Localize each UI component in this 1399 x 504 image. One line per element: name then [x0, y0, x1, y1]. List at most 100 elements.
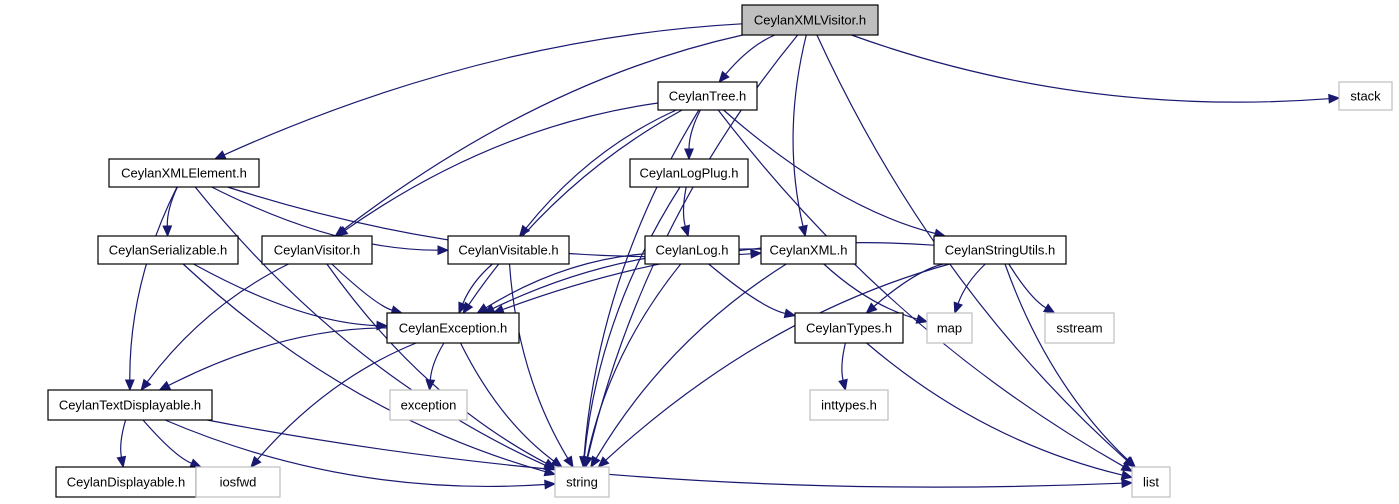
edge-stringutils-to-sstream: [1008, 263, 1056, 314]
node-box: [389, 389, 468, 421]
edge-arrowhead: [158, 380, 172, 391]
node-box: [554, 466, 610, 498]
edge-xmlvisitor-to-stack: [851, 34, 1341, 104]
node-tree[interactable]: CeylanTree.h: [657, 81, 758, 111]
edge-line: [129, 186, 178, 381]
node-label: list: [1143, 475, 1159, 490]
node-box: [933, 235, 1067, 265]
node-xmlvisitor[interactable]: CeylanXMLVisitor.h: [741, 4, 879, 36]
node-iosfwd: iosfwd: [195, 466, 281, 498]
edge-arrowhead: [140, 378, 152, 392]
node-types[interactable]: CeylanTypes.h: [794, 312, 904, 344]
edge-line: [344, 102, 659, 231]
node-displayable[interactable]: CeylanDisplayable.h: [55, 466, 197, 498]
edge-arrowhead: [597, 456, 610, 468]
edge-visitor-to-string: [326, 263, 557, 469]
node-box: [1338, 81, 1393, 111]
edge-arrowhead: [582, 455, 593, 469]
edge-line: [508, 263, 569, 459]
edge-line: [823, 263, 918, 320]
node-label: sstream: [1056, 321, 1102, 336]
edge-line: [583, 186, 681, 458]
edge-line: [257, 342, 417, 460]
edge-visitor-to-exception: [331, 263, 404, 315]
edge-exception-to-stdexception: [425, 342, 445, 392]
node-label: CeylanVisitor.h: [274, 243, 360, 258]
node-label: CeylanTypes.h: [806, 321, 892, 336]
edge-exception-to-textdisplayable: [158, 327, 388, 391]
node-label: CeylanXMLElement.h: [121, 166, 247, 181]
node-visitor[interactable]: CeylanVisitor.h: [261, 235, 373, 265]
edge-line: [193, 263, 378, 327]
edge-line: [525, 109, 677, 229]
edge-xml-to-map: [823, 263, 929, 324]
edge-line: [583, 109, 700, 458]
edge-line: [688, 109, 701, 150]
edge-textdisplayable-to-displayable: [116, 419, 127, 469]
node-box: [261, 235, 373, 265]
node-box: [629, 158, 749, 188]
edge-exception-to-string: [459, 342, 563, 468]
node-serializable[interactable]: CeylanSerializable.h: [97, 235, 239, 265]
node-box: [1044, 312, 1115, 344]
edge-arrowhead: [1328, 93, 1341, 104]
edge-line: [1004, 263, 1129, 461]
node-stack: stack: [1338, 81, 1393, 111]
node-label: map: [937, 321, 962, 336]
edge-arrowhead: [953, 301, 963, 315]
edge-arrowhead: [189, 458, 203, 468]
node-visitable[interactable]: CeylanVisitable.h: [447, 235, 570, 265]
edge-arrowhead: [458, 301, 468, 315]
node-label: CeylanXMLVisitor.h: [754, 13, 866, 28]
edge-tree-to-stringutils: [723, 109, 947, 239]
node-box: [386, 312, 520, 344]
node-exception[interactable]: CeylanException.h: [386, 312, 520, 344]
node-xmlelement[interactable]: CeylanXMLElement.h: [108, 158, 260, 188]
edge-arrowhead: [680, 224, 690, 238]
edge-logplug-to-log: [680, 186, 690, 238]
node-textdisplayable[interactable]: CeylanTextDisplayable.h: [47, 389, 213, 421]
edge-line: [717, 109, 1124, 467]
edge-line: [586, 263, 682, 458]
edge-line: [816, 34, 1128, 461]
edge-line: [873, 263, 944, 307]
edge-line: [429, 342, 445, 381]
edge-arrowhead: [750, 248, 763, 259]
edge-line: [211, 186, 439, 251]
node-label: CeylanLogPlug.h: [639, 166, 738, 181]
node-box: [47, 389, 213, 421]
node-stringutils[interactable]: CeylanStringUtils.h: [933, 235, 1067, 265]
edge-line: [182, 263, 546, 473]
edge-arrowhead: [1121, 478, 1134, 489]
node-box: [55, 466, 197, 498]
edge-line: [708, 263, 786, 314]
node-box: [447, 235, 570, 265]
edge-arrowhead: [437, 245, 450, 256]
edge-line: [462, 263, 493, 304]
node-log[interactable]: CeylanLog.h: [644, 235, 740, 265]
edge-line: [605, 263, 950, 461]
node-box: [741, 4, 879, 36]
edge-line: [146, 263, 289, 383]
edge-textdisplayable-to-list: [207, 419, 1134, 489]
edge-layer: [116, 23, 1341, 490]
edge-line: [223, 23, 743, 156]
node-xml[interactable]: CeylanXML.h: [760, 235, 857, 265]
edge-arrowhead: [425, 379, 436, 392]
node-map: map: [926, 312, 973, 344]
edge-line: [725, 34, 776, 75]
edge-visitor-to-textdisplayable: [140, 263, 289, 392]
edge-arrowhead: [1120, 470, 1134, 480]
edge-line: [468, 109, 683, 306]
node-logplug[interactable]: CeylanLogPlug.h: [629, 158, 749, 188]
edge-serializable-to-string: [182, 263, 557, 477]
edge-line: [166, 186, 178, 227]
edge-arrowhead: [865, 302, 878, 314]
node-label: CeylanTree.h: [669, 89, 747, 104]
edge-line: [866, 342, 1123, 476]
edge-arrowhead: [250, 455, 262, 468]
edge-serializable-to-exception: [193, 263, 389, 331]
edge-line: [841, 342, 846, 381]
